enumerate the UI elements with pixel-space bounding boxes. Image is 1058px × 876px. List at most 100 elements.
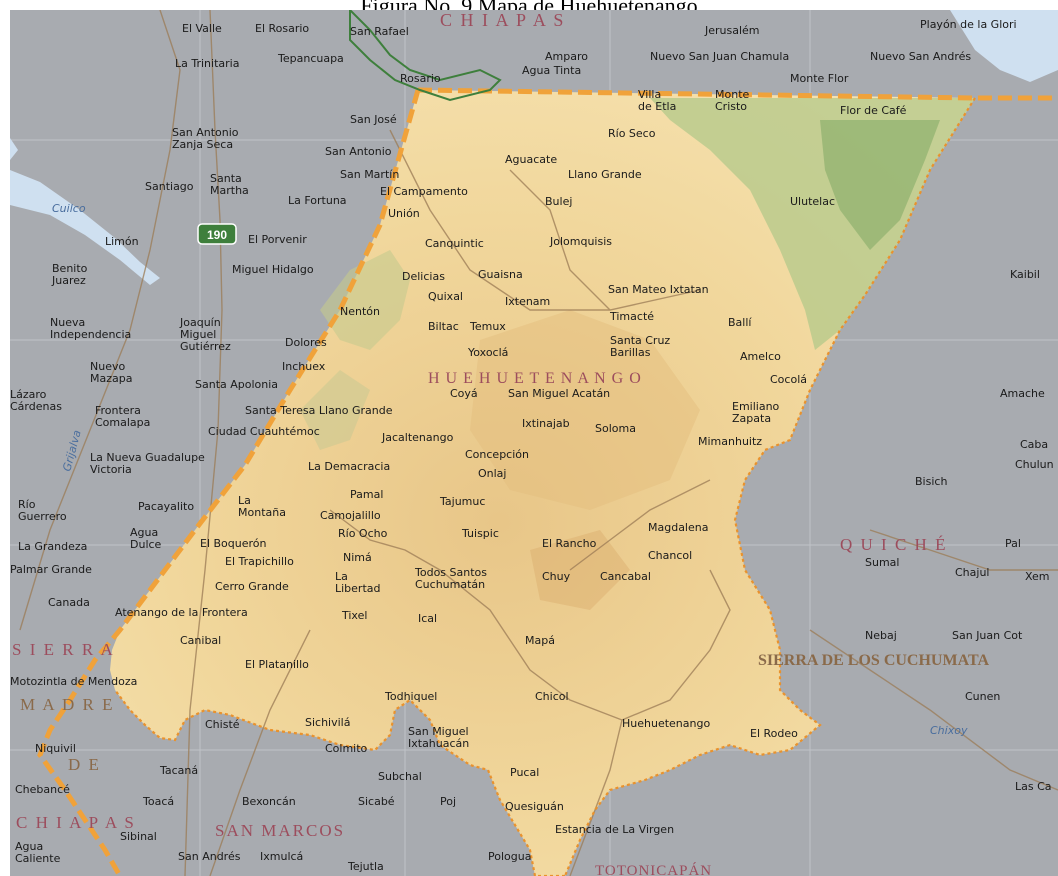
place-label-46: Temux <box>469 320 506 333</box>
highland-south <box>530 530 630 610</box>
place-label-83: El Boquerón <box>200 537 267 550</box>
place-label-97: Cancabal <box>600 570 651 583</box>
place-label-30: Limón <box>105 235 139 248</box>
place-label-11: Monte Flor <box>790 72 849 85</box>
label-quiche: Q U I C H É <box>840 535 947 554</box>
place-label-10: Nuevo San Andrés <box>870 50 971 63</box>
place-label-15: Flor de Café <box>840 104 907 117</box>
place-label-22: Santiago <box>145 180 194 193</box>
place-label-92: Chancol <box>648 549 692 562</box>
label-madre-left: M A D R E <box>20 695 115 714</box>
place-label-47: Timacté <box>609 310 654 323</box>
place-label-107: Mapá <box>525 634 555 647</box>
place-label-78: Pacayalito <box>138 500 194 513</box>
place-label-102: Canada <box>48 596 90 609</box>
place-label-38: Kaibil <box>1010 268 1040 281</box>
place-label-71: Concepción <box>465 448 529 461</box>
place-label-99: Xem <box>1025 570 1050 583</box>
place-label-74: Chulun <box>1015 458 1054 471</box>
place-label-58: Coyá <box>450 387 478 400</box>
place-label-132: Estancia de La Virgen <box>555 823 674 836</box>
place-label-93: Sumal <box>865 556 899 569</box>
place-label-69: Caba <box>1020 438 1048 451</box>
place-label-49: Dolores <box>285 336 327 349</box>
place-label-114: Cunen <box>965 690 1000 703</box>
place-label-41: San Mateo Ixtatan <box>608 283 709 296</box>
place-label-76: Tajumuc <box>439 495 485 508</box>
place-label-129: Sicabé <box>358 795 395 808</box>
place-label-27: Bulej <box>545 195 572 208</box>
label-totonicapan: TOTONICAPÁN <box>595 862 712 876</box>
place-label-136: Ixmulcá <box>260 850 303 863</box>
place-label-121: Niquivil <box>35 742 76 755</box>
place-label-66: Ixtinajab <box>522 417 570 430</box>
cuilco-river <box>10 170 160 285</box>
label-chixoy: Chixoy <box>930 724 968 737</box>
place-label-113: Chicol <box>535 690 569 703</box>
place-label-72: La Demacracia <box>308 460 390 473</box>
place-label-130: Poj <box>440 795 456 808</box>
place-label-67: Soloma <box>595 422 636 435</box>
highway-number: 190 <box>207 228 227 242</box>
place-label-7: Amparo <box>545 50 588 63</box>
place-label-36: Delicias <box>402 270 445 283</box>
place-label-94: Palmar Grande <box>10 563 92 576</box>
place-label-110: El Platanillo <box>245 658 309 671</box>
place-label-8: Agua Tinta <box>522 64 581 77</box>
place-label-75: Pamal <box>350 488 383 501</box>
label-de-left: D E <box>68 755 101 774</box>
place-label-90: El Trapichillo <box>225 555 294 568</box>
place-label-86: Magdalena <box>648 521 708 534</box>
place-label-73: Onlaj <box>478 467 506 480</box>
place-label-53: Inchuex <box>282 360 326 373</box>
place-label-125: Las Ca <box>1015 780 1052 793</box>
place-label-33: Jolomquisis <box>549 235 612 248</box>
place-label-37: Guaisna <box>478 268 523 281</box>
place-label-111: Motozintla de Mendoza <box>10 675 137 688</box>
place-label-115: Chisté <box>205 718 240 731</box>
place-label-24: San Martín <box>340 168 399 181</box>
left-water <box>10 138 18 160</box>
place-label-105: Ical <box>418 612 437 625</box>
place-label-42: Nentón <box>340 305 380 318</box>
place-label-45: Biltac <box>428 320 459 333</box>
place-label-5: La Trinitaria <box>175 57 239 70</box>
place-label-131: Quesiguán <box>505 800 564 813</box>
place-label-87: El Rancho <box>542 537 597 550</box>
place-label-20: Aguacate <box>505 153 557 166</box>
place-label-51: Amelco <box>740 350 781 363</box>
place-label-122: Tacaná <box>159 764 198 777</box>
place-label-32: Canquintic <box>425 237 484 250</box>
place-label-119: El Rodeo <box>750 727 798 740</box>
place-label-88: Pal <box>1005 537 1021 550</box>
place-label-4: Playón de la Glori <box>920 18 1017 31</box>
place-label-48: Ballí <box>728 316 752 329</box>
northern-border <box>417 87 1058 101</box>
place-label-68: Mimanhuitz <box>698 435 762 448</box>
place-label-28: Ulutelac <box>790 195 835 208</box>
place-label-25: El Campamento <box>380 185 468 198</box>
place-label-54: Yoxoclá <box>467 346 508 359</box>
place-label-19: San Antonio <box>325 145 392 158</box>
place-label-96: Chuy <box>542 570 571 583</box>
highway-shield: 190 <box>197 223 237 245</box>
place-label-116: Sichivilá <box>305 716 350 729</box>
label-huehuetenango: H U E H U E T E N A N G O <box>428 370 642 387</box>
place-label-123: Subchal <box>378 770 422 783</box>
place-label-12: Rosario <box>400 72 441 85</box>
place-label-31: El Porvenir <box>248 233 307 246</box>
road-network <box>19 10 1058 876</box>
